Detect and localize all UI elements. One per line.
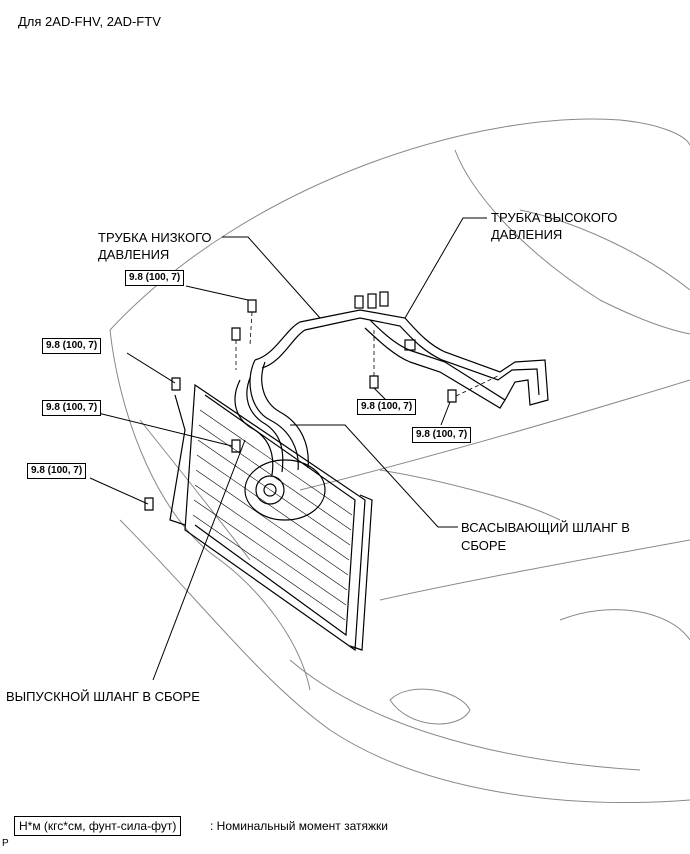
fog-lamp [389,688,471,725]
figure-code: P [2,838,9,849]
windshield [519,209,690,291]
grille-area [139,419,251,561]
label-suction-hose-2: СБОРЕ [461,538,507,553]
legend-unit-box: Н*м (кгс*см, фунт-сила-фут) [14,816,182,836]
fender-outline [109,329,311,691]
torque-badge: 9.8 (100, 7) [42,400,102,416]
legend-description: : Номинальный момент затяжки [210,819,388,833]
bumper-lower [289,659,641,771]
torque-badge: 9.8 (100, 7) [412,427,472,443]
label-high-pressure-tube-2: ДАВЛЕНИЯ [491,227,563,242]
headlight [379,469,561,521]
condenser-inner [194,394,356,637]
discharge-hose [234,379,274,476]
hood-outline [109,118,690,331]
label-discharge-hose: ВЫПУСКНОЙ ШЛАНГ В СБОРЕ [6,689,200,704]
page-title: Для 2AD-FHV, 2AD-FTV [18,14,161,29]
torque-badge: 9.8 (100, 7) [42,338,102,354]
condenser-tank [349,494,373,651]
hood-edge [454,149,690,335]
label-high-pressure-tube-1: ТРУБКА ВЫСОКОГО [491,210,618,225]
suction-hose [249,359,299,471]
label-suction-hose-1: ВСАСЫВАЮЩИЙ ШЛАНГ В [461,520,630,535]
torque-badge: 9.8 (100, 7) [357,399,417,415]
high-pressure-tube [364,319,506,409]
low-pressure-tube [254,309,549,406]
side-line-2 [379,539,690,601]
leader-suction [290,424,458,528]
side-line [299,379,690,491]
label-low-pressure-tube-2: ДАВЛЕНИЯ [98,247,170,262]
leader-low-pressure [222,236,321,319]
leader-high-pressure [404,217,487,319]
torque-badge: 9.8 (100, 7) [27,463,87,479]
leader-discharge [152,439,246,681]
compressor [244,459,326,521]
torque-badge: 9.8 (100, 7) [125,270,185,286]
label-low-pressure-tube-1: ТРУБКА НИЗКОГО [98,230,212,245]
wheel-arch [559,609,690,641]
bumper-outline [119,519,690,803]
